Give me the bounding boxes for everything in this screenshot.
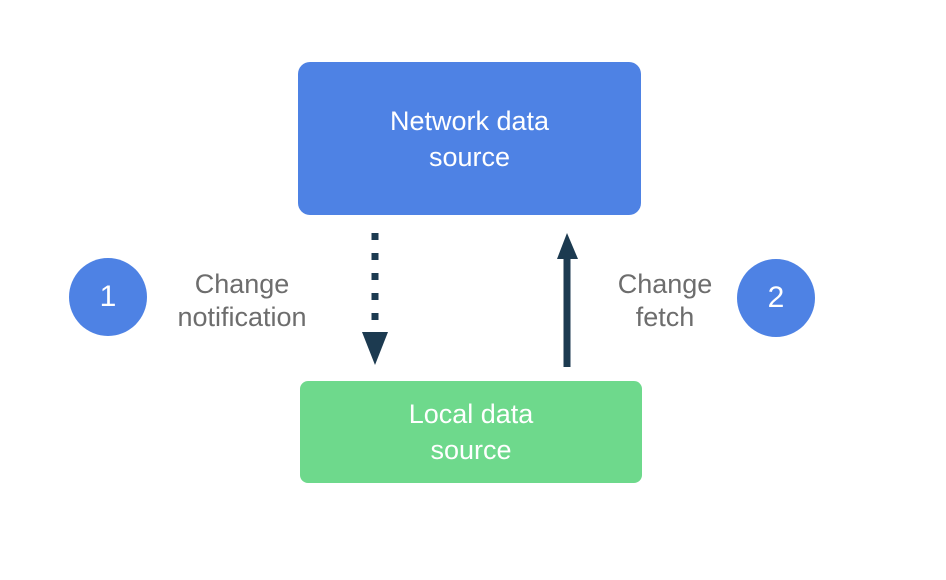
step-2-number: 2: [767, 281, 785, 314]
network-data-source-label: Network data source: [389, 105, 550, 172]
network-data-source-node: Network data source: [298, 62, 641, 215]
step-1-number: 1: [99, 280, 117, 313]
step-1-badge: 1: [69, 258, 147, 336]
change-notification-arrow: [362, 233, 388, 365]
local-data-source-node: Local data source: [300, 381, 642, 483]
step-2-badge: 2: [737, 259, 815, 337]
change-fetch-text: Change fetch: [617, 269, 713, 332]
change-notification-label: Change notification: [147, 266, 337, 336]
change-fetch-label: Change fetch: [570, 266, 760, 336]
change-notification-text: Change notification: [177, 269, 307, 332]
local-data-source-label: Local data source: [408, 399, 534, 465]
